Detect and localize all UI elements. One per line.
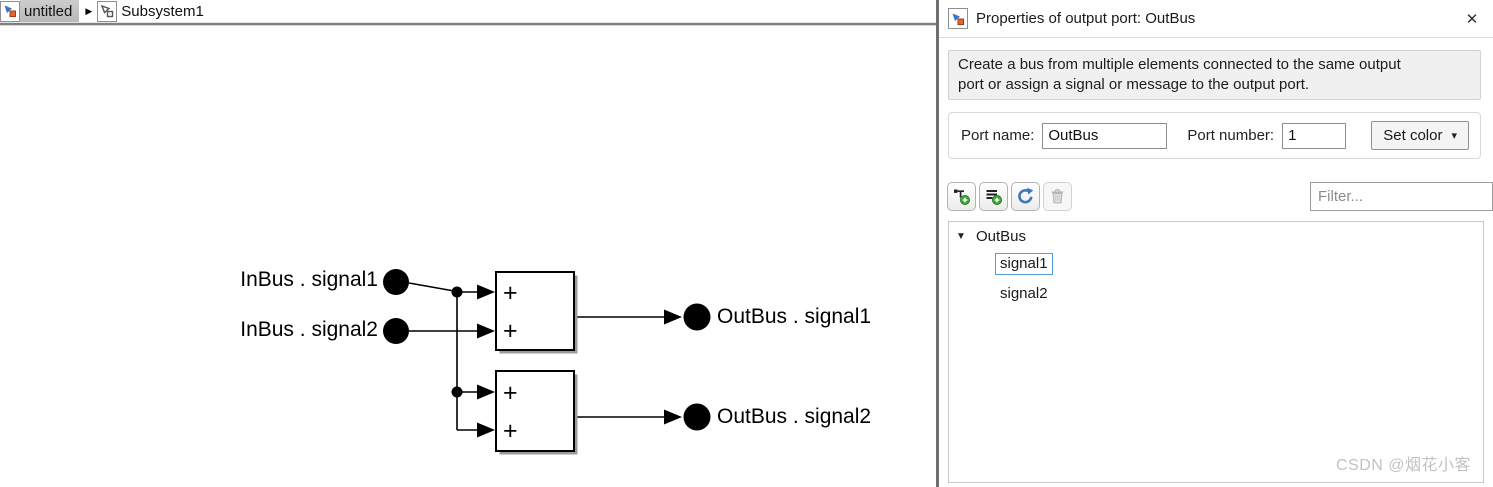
port-number-label: Port number: (1187, 127, 1275, 144)
inport-label-signal2[interactable]: InBus . signal2 (240, 318, 378, 341)
tree-node-signal2[interactable]: signal2 (1000, 285, 1048, 302)
breadcrumb-model[interactable]: untitled (20, 0, 80, 22)
arrowhead-icon (477, 422, 495, 438)
expander-icon[interactable]: ▼ (956, 231, 966, 242)
set-color-label: Set color (1383, 127, 1443, 144)
description-line: port or assign a signal or message to th… (958, 76, 1310, 93)
add-element-icon (986, 189, 1002, 205)
block-diagram: + + + + (383, 269, 711, 455)
sum-op: + (503, 379, 518, 407)
inport-label-signal1[interactable]: InBus . signal1 (240, 268, 378, 291)
delete-button[interactable] (1043, 182, 1072, 211)
watermark: CSDN @烟花小客 (1335, 457, 1471, 474)
properties-panel: Properties of output port: OutBus ✕ Crea… (939, 0, 1493, 487)
sum-op: + (503, 417, 518, 445)
trash-icon (1051, 189, 1064, 204)
breadcrumb-subsystem[interactable]: Subsystem1 (121, 2, 204, 20)
branch-point[interactable] (451, 386, 463, 398)
tree-node-signal1-edit[interactable]: signal1 (995, 253, 1053, 275)
inport-signal2-port[interactable] (383, 318, 409, 344)
tree-root-label[interactable]: OutBus (976, 228, 1027, 245)
signal-line[interactable] (408, 282, 458, 293)
tree-node-outbus[interactable]: ▼ OutBus (956, 228, 1026, 245)
arrowhead-icon (664, 309, 682, 325)
outport-signal1-port[interactable] (683, 303, 711, 331)
description-box: Create a bus from multiple elements conn… (948, 50, 1481, 100)
sum-block-2[interactable] (495, 370, 575, 452)
panel-divider[interactable] (936, 0, 939, 487)
bus-element-tree[interactable]: ▼ OutBus signal1 signal2 CSDN @烟花小客 (948, 221, 1484, 483)
close-icon[interactable]: ✕ (1465, 11, 1479, 28)
arrowhead-icon (477, 384, 495, 400)
panel-titlebar: Properties of output port: OutBus ✕ (939, 0, 1493, 38)
signal-lines[interactable] (408, 282, 667, 431)
arrowhead-icon (664, 409, 682, 425)
chevron-down-icon: ▾ (1451, 130, 1457, 142)
breadcrumb: untitled ▶ Subsystem1 (0, 0, 936, 22)
refresh-button[interactable] (1011, 182, 1040, 211)
arrowhead-icon (477, 284, 495, 300)
model-canvas[interactable]: + + + + InBus . signal1 InBus . signal2 … (0, 0, 936, 487)
panel-model-icon (948, 8, 968, 29)
tree-toolbar (947, 182, 1072, 211)
sum-op: + (503, 317, 518, 345)
breadcrumb-arrow-icon: ▶ (85, 5, 93, 16)
breadcrumb-divider (0, 22, 936, 26)
sum-op: + (503, 279, 518, 307)
port-settings-group: Port name: Port number: Set color ▾ (948, 112, 1481, 159)
panel-title: Properties of output port: OutBus (976, 10, 1196, 27)
refresh-icon (1018, 187, 1034, 204)
inport-signal1-port[interactable] (383, 269, 409, 295)
description-line: Create a bus from multiple elements conn… (958, 56, 1401, 73)
add-bus-button[interactable] (947, 182, 976, 211)
port-name-input[interactable] (1042, 122, 1168, 149)
model-icon (0, 0, 20, 22)
outport-label-signal2[interactable]: OutBus . signal2 (717, 405, 872, 428)
port-number-input[interactable] (1282, 122, 1347, 149)
outport-label-signal1[interactable]: OutBus . signal1 (717, 305, 872, 328)
filter-input[interactable] (1310, 182, 1493, 211)
sum-block-1[interactable] (495, 271, 575, 351)
outport-signal2-port[interactable] (683, 403, 711, 431)
arrowhead-icon (477, 323, 495, 339)
port-name-label: Port name: (961, 127, 1035, 144)
subsystem-icon (97, 0, 118, 22)
add-bus-icon (954, 189, 970, 205)
arrowheads (477, 284, 682, 438)
add-element-button[interactable] (979, 182, 1008, 211)
branch-point[interactable] (451, 286, 463, 298)
set-color-button[interactable]: Set color ▾ (1371, 121, 1469, 150)
